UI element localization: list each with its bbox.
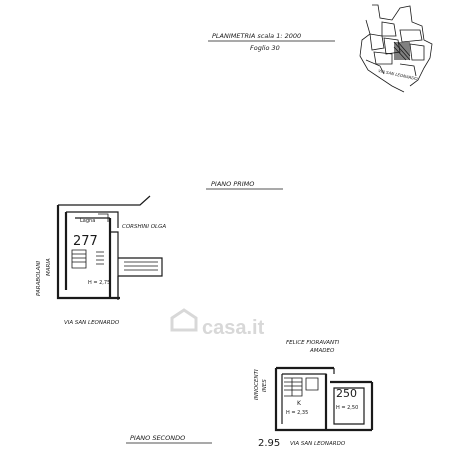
height-label-primo: H = 2,75 [88,280,110,286]
piano-secondo-plan [274,366,374,432]
piano-secondo-label: PIANO SECONDO [130,434,185,442]
neighbor-right-primo: CORSHINI OLGA [122,224,166,230]
map-street-label: VIA SAN LEONARDO [378,68,418,81]
street-secondo: VIA SAN LEONARDO [290,441,346,447]
location-map: VIA SAN LEONARDO [359,4,433,93]
room-label: Lagna [80,218,95,224]
piano-primo-label: PIANO PRIMO [211,180,254,188]
height-left-secondo: H = 2,35 [286,410,308,416]
neighbor-left-secondo-1: INNOCENTI [254,369,260,400]
height-right-secondo: H = 2,50 [336,405,358,411]
foglio-label: Foglio 30 [250,44,280,52]
street-primo: VIA SAN LEONARDO [64,320,120,326]
neighbor-left-primo-2: MARIA [46,258,52,276]
planimetria-title: PLANIMETRIA scala 1: 2000 [212,32,301,40]
unit-number-250: 250 [336,387,357,400]
planimetria-header: PLANIMETRIA scala 1: 2000 Foglio 30 [208,32,335,52]
unit-number-277: 277 [73,234,98,249]
neighbor-left-secondo-2: INES [262,379,268,392]
room-mark-k: K [297,400,302,407]
neighbor-top-secondo-1: FELICE FIORAVANTI [286,340,339,346]
neighbor-top-secondo-2: AMADEO [309,348,335,354]
watermark-text: casa.it [202,317,265,339]
watermark: casa.it [170,308,265,339]
piano-primo-plan [56,195,163,300]
neighbor-left-primo-1: PARABOLANI [36,261,42,296]
bottom-number: 2.95 [258,438,280,449]
